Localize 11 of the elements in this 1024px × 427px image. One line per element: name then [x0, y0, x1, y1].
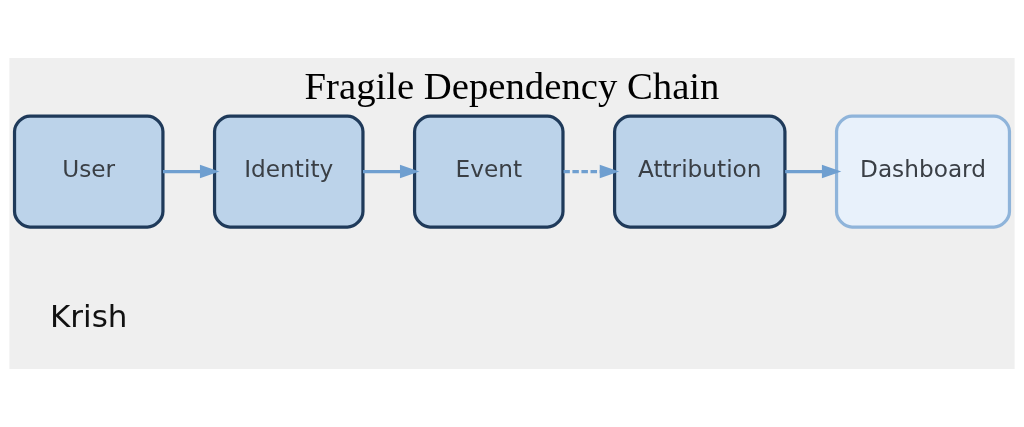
- arrow: [563, 164, 620, 179]
- arrow: [785, 164, 842, 179]
- arrow: [363, 164, 420, 179]
- node-box: Attribution: [612, 114, 787, 229]
- arrow: [163, 164, 220, 179]
- label: Krish: [50, 297, 128, 334]
- node-box: User: [12, 114, 165, 229]
- diagram-title: Fragile Dependency Chain: [304, 65, 720, 108]
- node-box: Event: [412, 114, 565, 229]
- node-box: Dashboard: [834, 114, 1012, 229]
- node-box: Identity: [212, 114, 365, 229]
